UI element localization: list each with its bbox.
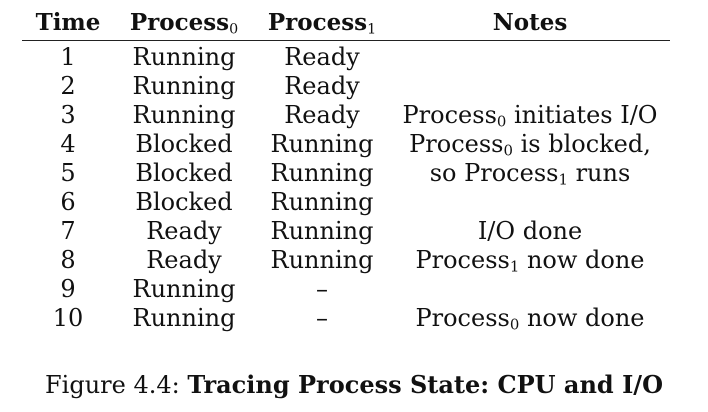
cell-note: Process0 initiates I/O bbox=[390, 101, 670, 130]
note-text: runs bbox=[567, 159, 631, 187]
table-row: 3 Running Ready Process0 initiates I/O bbox=[22, 101, 670, 130]
note-text: now done bbox=[519, 304, 645, 332]
table-row: 5 Blocked Running so Process1 runs bbox=[22, 159, 670, 188]
note-subscript: 1 bbox=[558, 170, 568, 189]
cell-process1-state: Running bbox=[270, 188, 374, 216]
cell-process1-state: – bbox=[316, 275, 328, 303]
note-text: initiates I/O bbox=[506, 101, 658, 129]
note-text: Process bbox=[415, 304, 510, 332]
cell-note bbox=[390, 72, 670, 101]
table-row: 9 Running – bbox=[22, 275, 670, 304]
cell-process0-state: Ready bbox=[146, 217, 222, 245]
note-subscript: 0 bbox=[503, 141, 513, 160]
note-subscript: 0 bbox=[496, 112, 507, 131]
caption-title: Tracing Process State: CPU and I/O bbox=[187, 370, 663, 399]
header-notes: Notes bbox=[390, 6, 670, 41]
cell-note: I/O done bbox=[390, 217, 670, 246]
header-process0-subscript: 0 bbox=[229, 21, 239, 38]
table-row: 6 Blocked Running bbox=[22, 188, 670, 217]
cell-note: Process1 now done bbox=[390, 246, 670, 275]
note-text: Process bbox=[409, 130, 504, 158]
cell-note: Process0 is blocked, bbox=[390, 130, 670, 159]
cell-time: 4 bbox=[60, 130, 76, 158]
note-subscript: 1 bbox=[509, 257, 520, 276]
cell-process0-state: Blocked bbox=[135, 130, 233, 158]
cell-time: 8 bbox=[60, 246, 76, 274]
table-row: 7 Ready Running I/O done bbox=[22, 217, 670, 246]
note-text: I/O done bbox=[477, 217, 583, 245]
cell-process1-state: Ready bbox=[284, 43, 360, 71]
header-process1: Process1 bbox=[254, 6, 390, 41]
cell-time: 6 bbox=[60, 188, 76, 216]
cell-process0-state: Running bbox=[132, 304, 236, 332]
table-header-row: Time Process0 Process1 Notes bbox=[22, 6, 670, 41]
cell-process0-state: Blocked bbox=[135, 159, 233, 187]
cell-note bbox=[390, 188, 670, 217]
table-row: 8 Ready Running Process1 now done bbox=[22, 246, 670, 275]
note-text: so Process bbox=[429, 159, 559, 187]
cell-time: 3 bbox=[60, 101, 76, 129]
cell-process0-state: Running bbox=[132, 43, 236, 71]
table-row: 4 Blocked Running Process0 is blocked, bbox=[22, 130, 670, 159]
note-text: is blocked, bbox=[512, 130, 651, 158]
cell-process1-state: Running bbox=[270, 130, 374, 158]
header-process1-subscript: 1 bbox=[367, 21, 377, 38]
note-text: Process bbox=[402, 101, 497, 129]
cell-process1-state: Ready bbox=[284, 72, 360, 100]
figure-caption: Figure 4.4: Tracing Process State: CPU a… bbox=[0, 370, 708, 399]
note-text: now done bbox=[519, 246, 645, 274]
cell-process1-state: – bbox=[316, 304, 328, 332]
cell-note bbox=[390, 275, 670, 304]
cell-process1-state: Running bbox=[270, 246, 374, 274]
cell-process1-state: Ready bbox=[284, 101, 360, 129]
header-process0: Process0 bbox=[114, 6, 254, 41]
cell-time: 9 bbox=[60, 275, 76, 303]
cell-process1-state: Running bbox=[270, 217, 374, 245]
cell-time: 2 bbox=[60, 72, 76, 100]
cell-time: 10 bbox=[52, 304, 84, 332]
note-text: Process bbox=[415, 246, 510, 274]
cell-process0-state: Ready bbox=[146, 246, 222, 274]
note-subscript: 0 bbox=[509, 315, 520, 334]
cell-note bbox=[390, 41, 670, 73]
cell-process0-state: Running bbox=[132, 72, 236, 100]
cell-note: Process0 now done bbox=[390, 304, 670, 333]
table-row: 2 Running Ready bbox=[22, 72, 670, 101]
cell-time: 1 bbox=[60, 43, 76, 71]
table-row: 10 Running – Process0 now done bbox=[22, 304, 670, 333]
cell-process1-state: Running bbox=[270, 159, 374, 187]
cell-note: so Process1 runs bbox=[390, 159, 670, 188]
cell-process0-state: Running bbox=[132, 101, 236, 129]
table-row: 1 Running Ready bbox=[22, 41, 670, 73]
caption-label: Figure 4.4: bbox=[45, 371, 188, 399]
header-time: Time bbox=[22, 6, 114, 41]
cell-time: 7 bbox=[60, 217, 76, 245]
cell-process0-state: Running bbox=[132, 275, 236, 303]
cell-process0-state: Blocked bbox=[135, 188, 233, 216]
cell-time: 5 bbox=[60, 159, 76, 187]
